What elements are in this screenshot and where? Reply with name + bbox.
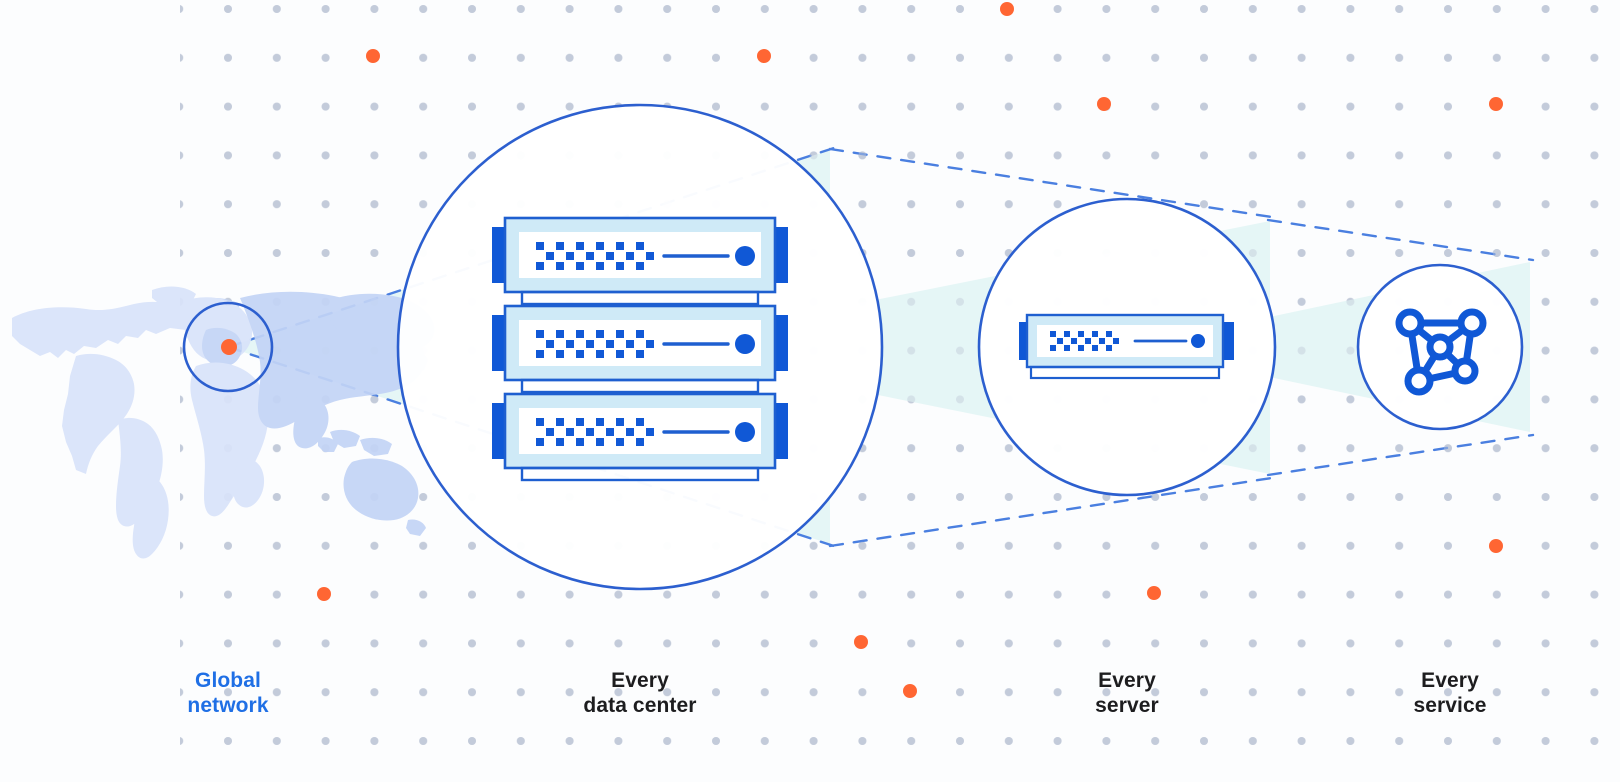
- map-highlight-circle: [182, 301, 274, 393]
- map-highlight-dot: [221, 339, 237, 355]
- network-graph-nodes: [1395, 308, 1487, 396]
- server-unit-2: [492, 304, 788, 394]
- label-every-data-center: Every data center: [583, 669, 697, 717]
- orange-accent-dots: [317, 2, 1503, 698]
- label-global-network: Global network: [187, 669, 269, 717]
- server-unit-3: [492, 392, 788, 482]
- server-unit-1: [492, 216, 788, 306]
- server-rack-icon: [492, 216, 788, 482]
- label-every-service: Every service: [1413, 669, 1487, 717]
- label-every-server: Every server: [1095, 669, 1159, 717]
- single-server-icon: [1019, 313, 1234, 380]
